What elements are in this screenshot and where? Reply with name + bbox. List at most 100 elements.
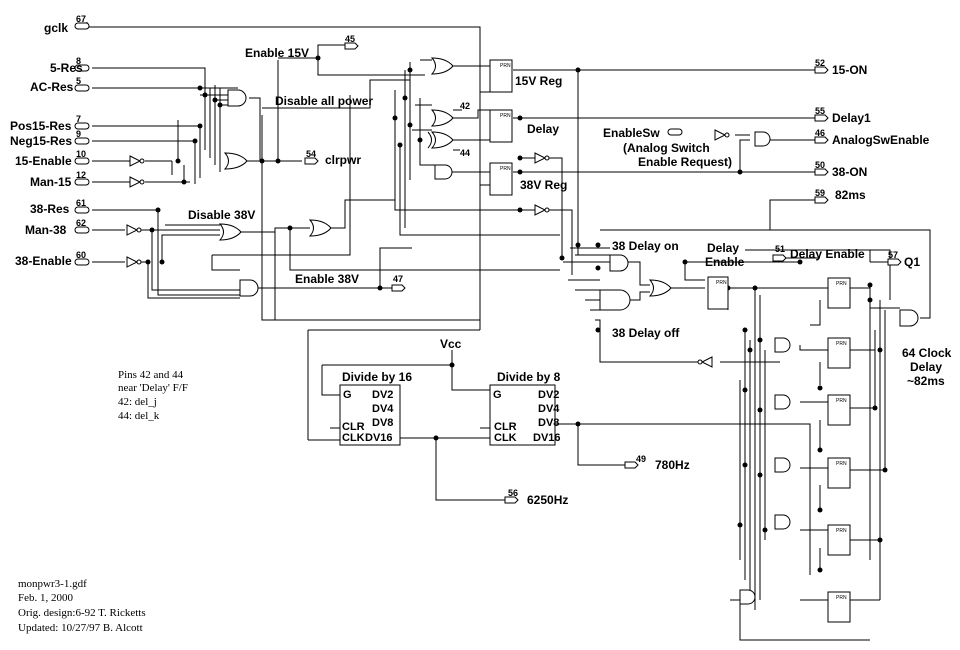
pin-number: 56 (508, 488, 518, 498)
port-label: CLR (342, 421, 365, 433)
output-label: Q1 (904, 255, 920, 269)
svg-text:PRN: PRN (836, 281, 847, 287)
note-text: Updated: 10/27/97 B. Alcott (18, 622, 143, 634)
svg-text:PRN: PRN (836, 398, 847, 404)
input-label: 38-Res (30, 202, 70, 216)
signal-label: ~82ms (907, 374, 945, 388)
pin-number: 52 (815, 58, 825, 68)
pin-number: 7 (76, 114, 81, 124)
pin-number: 61 (76, 198, 86, 208)
pin-number: 67 (76, 14, 86, 24)
junction-dots (145, 55, 888, 573)
signal-label: 64 Clock (902, 346, 952, 360)
signal-label: 38 Delay on (612, 239, 679, 253)
pin-number: 12 (76, 170, 86, 180)
output-pins (304, 42, 902, 504)
pin-number: 45 (345, 34, 355, 44)
port-label: DV8 (538, 417, 559, 429)
pin-number: 60 (76, 250, 86, 260)
pin-number: 5 (76, 76, 81, 86)
note-text: Pins 42 and 44 (118, 369, 184, 381)
signal-label: Divide by 16 (342, 370, 412, 384)
note-text: Orig. design:6-92 T. Ricketts (18, 607, 146, 619)
port-label: G (343, 389, 352, 401)
pin-number: 55 (815, 106, 825, 116)
signal-label: Delay (707, 241, 739, 255)
port-label: CLK (494, 432, 517, 444)
output-label: clrpwr (325, 153, 361, 167)
signal-label: Divide by 8 (497, 370, 561, 384)
and-gate-1 (227, 89, 247, 107)
pin-number: 8 (76, 56, 81, 66)
pin-number: 9 (76, 129, 81, 139)
port-label: DV4 (372, 403, 394, 415)
pin-number: 59 (815, 188, 825, 198)
input-label: Pos15-Res (10, 119, 72, 133)
pin-number: 42 (460, 101, 470, 111)
pin-number: 49 (636, 454, 646, 464)
input-label: EnableSw (603, 126, 660, 140)
pin-number: 57 (888, 250, 898, 260)
input-label: 15-Enable (15, 154, 72, 168)
port-label: CLK (342, 432, 365, 444)
port-label: DV16 (533, 432, 561, 444)
logic-gates (126, 57, 919, 605)
svg-text:PRN: PRN (836, 595, 847, 601)
input-label: gclk (44, 21, 68, 35)
port-label: DV8 (372, 417, 393, 429)
output-label: Delay1 (832, 111, 871, 125)
svg-text:PRN: PRN (836, 528, 847, 534)
output-label: 38-ON (832, 165, 867, 179)
signal-label: Delay (910, 360, 942, 374)
flip-flops: PRN PRN PRN PRN PRN PRN PRN PRN PRN PRN (489, 59, 851, 623)
signal-label: Delay (527, 122, 559, 136)
output-label: 780Hz (655, 458, 690, 472)
note-text: 42: del_j (118, 396, 157, 408)
input-label: 5-Res (50, 61, 83, 75)
pin-number: 54 (306, 149, 316, 159)
signal-label: 15V Reg (515, 74, 562, 88)
svg-text:PRN: PRN (500, 166, 511, 172)
note-text: near 'Delay' F/F (118, 382, 188, 394)
note-text: 44: del_k (118, 410, 160, 422)
svg-text:PRN: PRN (716, 280, 727, 286)
port-label: DV16 (365, 432, 393, 444)
svg-text:PRN: PRN (836, 341, 847, 347)
signal-label: Enable Request) (638, 155, 732, 169)
signal-label: Disable all power (275, 94, 373, 108)
or-gate-clrpwr (223, 152, 248, 170)
signal-label: Enable 38V (295, 272, 359, 286)
input-label: 38-Enable (15, 254, 72, 268)
divider-blocks (339, 384, 556, 446)
signal-label: 38V Reg (520, 178, 567, 192)
pin-number: 50 (815, 160, 825, 170)
input-label: Man-15 (30, 175, 72, 189)
output-label: 15-ON (832, 63, 867, 77)
svg-text:PRN: PRN (836, 461, 847, 467)
signal-label: Disable 38V (188, 208, 255, 222)
note-text: monpwr3-1.gdf (18, 578, 87, 590)
signal-label: 38 Delay off (612, 326, 680, 340)
pin-number: 10 (76, 149, 86, 159)
port-label: G (493, 389, 502, 401)
pin-number: 62 (76, 218, 86, 228)
output-label: Delay Enable (790, 247, 865, 261)
signal-label: (Analog Switch (623, 141, 710, 155)
pin-number: 51 (775, 244, 785, 254)
input-label: Man-38 (25, 223, 67, 237)
signal-label: Enable (705, 255, 745, 269)
output-label: 82ms (835, 188, 866, 202)
pin-number: 47 (393, 274, 403, 284)
input-label: Neg15-Res (10, 134, 72, 148)
signal-label: Vcc (440, 337, 462, 351)
output-label: 6250Hz (527, 493, 568, 507)
svg-text:PRN: PRN (500, 113, 511, 119)
port-label: DV4 (538, 403, 560, 415)
port-label: DV2 (372, 389, 393, 401)
svg-text:PRN: PRN (500, 63, 511, 69)
pin-number: 44 (460, 148, 470, 158)
labels: 67 8 5 7 9 10 12 61 62 60 45 54 47 42 44… (10, 14, 952, 634)
signal-label: Enable 15V (245, 46, 309, 60)
